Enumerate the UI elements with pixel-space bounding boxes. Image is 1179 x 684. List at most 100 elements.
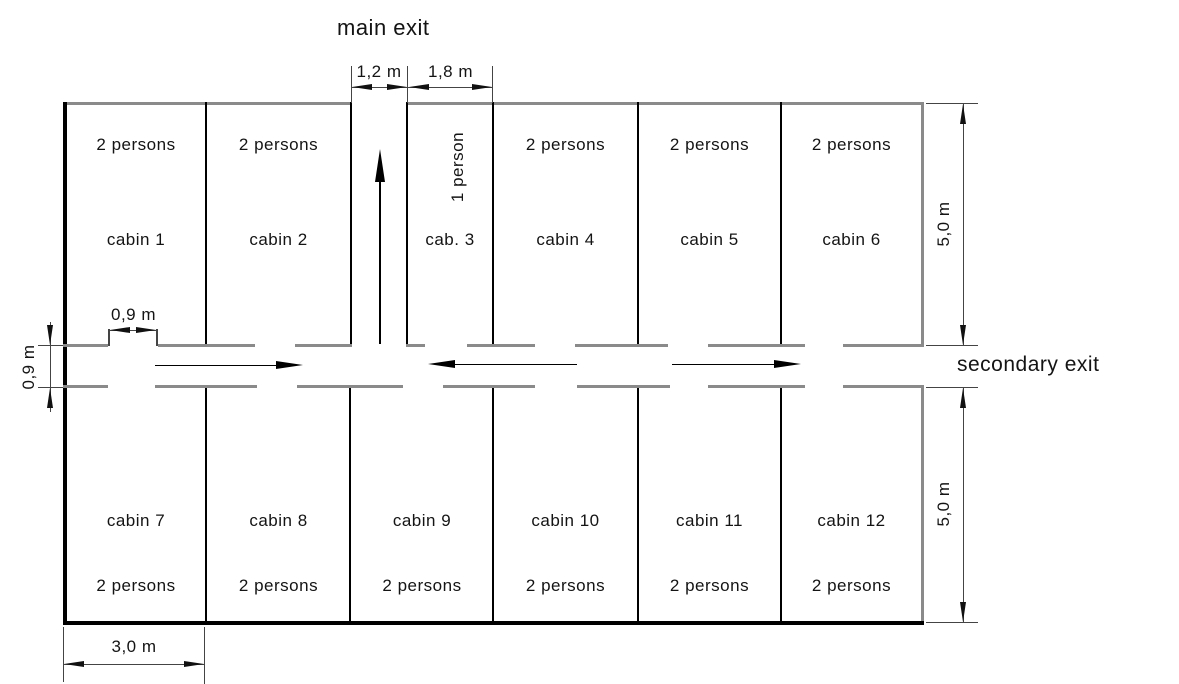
partition-cabin4-5 — [637, 102, 639, 347]
ext-line — [926, 622, 978, 623]
corridor-wall-top — [406, 344, 425, 347]
dim-arrow-icon — [960, 602, 966, 622]
partition-cabin1-2 — [205, 102, 207, 347]
partition-cabin3-4 — [492, 102, 494, 347]
cabin-10-occupancy: 2 persons — [525, 576, 606, 595]
cabin-6-name: cabin 6 — [822, 230, 881, 249]
partition-cabin7-8 — [205, 385, 207, 623]
corridor-wall-bottom — [843, 385, 924, 388]
cabin-8-occupancy: 2 persons — [238, 576, 319, 595]
corridor-wall-bottom — [63, 385, 108, 388]
corridor-arrow-east-shaft — [672, 364, 776, 365]
cabin-3-name: cab. 3 — [425, 230, 475, 249]
dim-arrow-icon — [409, 84, 429, 90]
corridor-wall-top — [843, 344, 924, 347]
dim-bottom-cabin-depth: 5,0 m — [934, 481, 953, 527]
dim-top-cabin-depth: 5,0 m — [934, 201, 953, 247]
cabin-1-name: cabin 1 — [106, 230, 166, 249]
corridor-wall-top — [575, 344, 668, 347]
dim-cabin-width: 3,0 m — [111, 637, 157, 656]
dim-corridor-width: 0,9 m — [19, 344, 38, 390]
corridor-wall-bottom — [155, 385, 257, 388]
cabin-11-occupancy: 2 persons — [669, 576, 750, 595]
dim-arrow-icon — [64, 661, 84, 667]
dim-arrow-icon — [47, 325, 53, 345]
main-exit-passage-wall-left — [350, 102, 352, 347]
cabin-2-occupancy: 2 persons — [238, 135, 319, 154]
ext-line — [926, 345, 978, 346]
dim-cabin3-width: 1,8 m — [427, 62, 474, 81]
cabin-12-occupancy: 2 persons — [811, 576, 892, 595]
cabin-1-occupancy: 2 persons — [96, 135, 176, 154]
dim-arrow-icon — [960, 325, 966, 345]
ext-line — [204, 627, 205, 684]
cabin-12-name: cabin 12 — [817, 511, 886, 530]
partition-cabin9-10 — [492, 385, 494, 623]
wall-right-bottom — [921, 385, 924, 624]
door-jamb — [156, 329, 158, 346]
corridor-wall-top — [158, 344, 255, 347]
cabin-7-occupancy: 2 persons — [96, 576, 176, 595]
cabin-2-name: cabin 2 — [249, 230, 308, 249]
corridor-wall-bottom — [577, 385, 670, 388]
corridor-wall-top — [467, 344, 535, 347]
secondary-exit-label: secondary exit — [957, 353, 1100, 376]
partition-cabin5-6 — [780, 102, 782, 347]
dim-cabin1-door-width: 0,9 m — [110, 305, 157, 324]
ext-line — [926, 103, 978, 104]
dim-arrow-icon — [472, 84, 492, 90]
main-exit-arrow-head-icon — [375, 149, 385, 182]
partition-cabin11-12 — [780, 385, 782, 623]
wall-top-right — [406, 102, 924, 105]
partition-cabin10-11 — [637, 385, 639, 623]
door-jamb — [108, 329, 110, 346]
corridor-wall-bottom — [708, 385, 805, 388]
corridor-arrow-center-head-icon — [428, 360, 455, 368]
cabin-10-name: cabin 10 — [531, 511, 600, 530]
dim-arrow-icon — [960, 104, 966, 124]
cabin-7-name: cabin 7 — [106, 511, 166, 530]
main-exit-label: main exit — [337, 15, 430, 40]
cabin-3-occupancy: 1 person — [448, 131, 467, 203]
wall-right-top — [921, 102, 924, 347]
dim-arrow-icon — [110, 327, 130, 333]
corridor-arrow-west-head-icon — [276, 361, 303, 369]
wall-bottom — [63, 621, 924, 625]
corridor-wall-bottom — [297, 385, 403, 388]
dim-line — [63, 664, 205, 665]
dim-arrow-icon — [352, 84, 372, 90]
dim-arrow-icon — [136, 327, 156, 333]
ext-line — [351, 66, 352, 103]
wall-top-left — [63, 102, 352, 105]
ext-line — [63, 627, 64, 682]
corridor-arrow-west-shaft — [155, 365, 280, 366]
cabin-4-occupancy: 2 persons — [525, 135, 606, 154]
corridor-wall-top — [295, 344, 352, 347]
cabin-11-name: cabin 11 — [675, 511, 743, 530]
cabin-9-occupancy: 2 persons — [382, 576, 462, 595]
corridor-wall-top — [708, 344, 805, 347]
dim-line — [963, 103, 964, 345]
main-exit-passage-wall-right — [406, 102, 408, 347]
ext-line — [926, 387, 978, 388]
cabin-8-name: cabin 8 — [249, 511, 308, 530]
dim-arrow-icon — [184, 661, 204, 667]
dim-line — [963, 387, 964, 622]
corridor-wall-bottom — [443, 385, 535, 388]
main-exit-arrow-shaft — [379, 179, 381, 344]
cabin-9-name: cabin 9 — [392, 511, 452, 530]
dim-arrow-icon — [47, 388, 53, 408]
dim-main-exit-width: 1,2 m — [356, 62, 402, 81]
dim-arrow-icon — [387, 84, 407, 90]
corridor-wall-top — [63, 344, 108, 347]
cabin-5-occupancy: 2 persons — [669, 135, 750, 154]
ext-line — [407, 66, 408, 103]
cabin-6-occupancy: 2 persons — [811, 135, 892, 154]
dim-arrow-icon — [960, 388, 966, 408]
cabin-4-name: cabin 4 — [536, 230, 595, 249]
ext-line — [492, 66, 493, 103]
corridor-arrow-east-head-icon — [774, 360, 801, 368]
dim-line — [108, 330, 158, 331]
corridor-arrow-center-shaft — [452, 364, 577, 365]
